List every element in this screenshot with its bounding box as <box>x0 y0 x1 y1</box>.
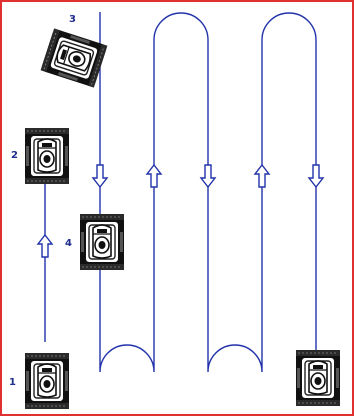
pool-robot-icon <box>39 27 109 89</box>
serpentine-path <box>99 12 317 373</box>
pool-robot-icon <box>24 352 70 410</box>
arrow-down-lane-1 <box>92 164 108 188</box>
position-label-3: 3 <box>69 14 76 25</box>
arrow-up-lane-2 <box>146 164 162 188</box>
pool-robot-icon <box>79 213 125 271</box>
arrow-up-entry <box>37 234 53 258</box>
position-label-2: 2 <box>11 150 18 161</box>
arrow-up-lane-4 <box>254 164 270 188</box>
position-label-4: 4 <box>65 238 72 249</box>
pool-robot-icon <box>295 349 341 407</box>
arrow-down-lane-3 <box>200 164 216 188</box>
position-label-1: 1 <box>9 377 16 388</box>
arrow-down-lane-5 <box>308 164 324 188</box>
pool-robot-icon <box>24 127 70 185</box>
